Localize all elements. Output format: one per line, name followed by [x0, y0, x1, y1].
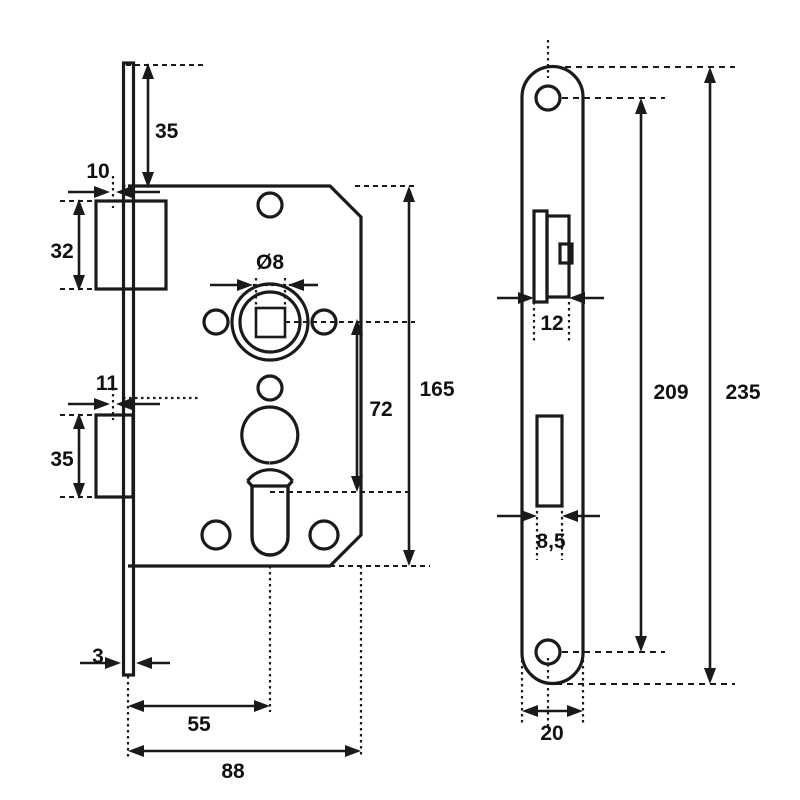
- lock-case-body: [128, 184, 363, 568]
- label-55: 55: [187, 713, 211, 736]
- latch-bolt: [94, 199, 168, 291]
- faceplate-strip: [121, 61, 136, 677]
- dim-8-5: [497, 510, 600, 522]
- label-20: 20: [540, 722, 563, 745]
- label-35-top: 35: [155, 120, 179, 143]
- fixing-holes-upper: [202, 191, 338, 402]
- bolt-aperture: [535, 414, 564, 508]
- dim-20: [522, 705, 583, 717]
- front-view: [60, 61, 430, 758]
- dim-11: [68, 398, 160, 410]
- dim-12: [497, 292, 604, 304]
- faceplate-outline: [520, 64, 585, 686]
- euro-cylinder-keyhole: [240, 405, 300, 557]
- dim-72: [351, 319, 363, 492]
- label-32: 32: [50, 240, 73, 263]
- dimension-labels: 35 10 32 Ø8 11 35 72 165 3 55 88 12 8,5 …: [50, 120, 761, 783]
- label-88: 88: [221, 760, 245, 783]
- dim-32: [73, 199, 85, 291]
- label-165: 165: [419, 378, 454, 401]
- label-209: 209: [653, 381, 688, 404]
- extension-lines-front: [60, 64, 430, 758]
- label-dia-8: Ø8: [256, 251, 284, 274]
- label-3: 3: [92, 645, 104, 668]
- label-8-5: 8,5: [536, 530, 566, 553]
- dim-35-bolt: [73, 413, 85, 499]
- label-235: 235: [725, 381, 760, 404]
- extension-lines-side: [520, 40, 735, 726]
- label-12: 12: [540, 312, 563, 335]
- label-35-bolt: 35: [50, 448, 74, 471]
- dead-bolt: [94, 413, 135, 499]
- fixing-holes-lower: [200, 519, 340, 551]
- label-10: 10: [86, 160, 109, 183]
- dim-88: [128, 745, 361, 757]
- dim-35-top: [142, 63, 154, 188]
- dim-55: [128, 700, 270, 712]
- dim-235: [704, 67, 716, 684]
- dim-209: [635, 98, 647, 652]
- dim-165: [403, 186, 415, 566]
- label-11: 11: [96, 372, 119, 395]
- faceplate-screw-holes: [534, 84, 562, 666]
- dim-10: [68, 186, 160, 198]
- side-view: [497, 40, 735, 726]
- label-72: 72: [369, 398, 392, 421]
- dim-dia-8: [210, 279, 318, 291]
- latch-aperture: [532, 209, 574, 304]
- dim-3: [80, 657, 170, 669]
